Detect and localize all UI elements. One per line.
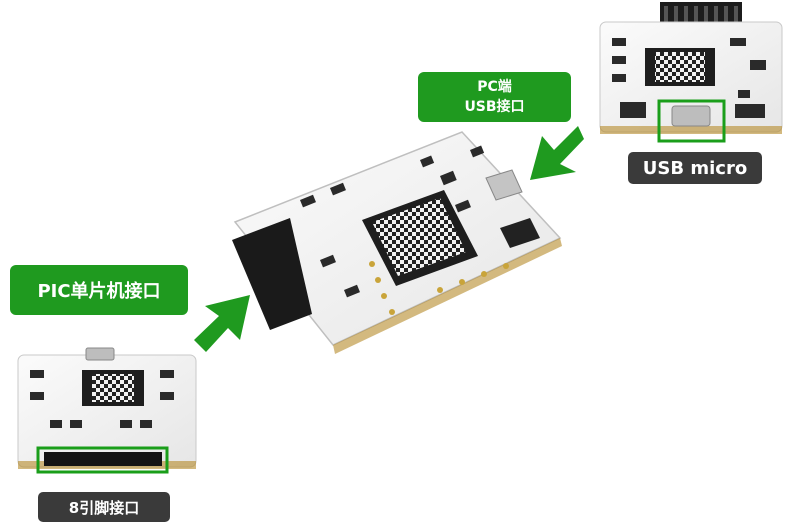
board-center [232, 131, 562, 354]
usb-micro-highlight [657, 99, 726, 143]
pin-header-center [232, 218, 312, 330]
qr-code-center [372, 198, 466, 276]
label-8pin-interface: 8引脚接口 [38, 492, 170, 522]
label-usb-micro-text: USB micro [642, 157, 748, 179]
board-top-right [599, 2, 783, 143]
usb-micro-port [671, 105, 711, 127]
label-pc-usb-line1: PC端 [477, 79, 512, 95]
board-bottom-left [17, 347, 197, 474]
arrow-usb-icon [530, 126, 584, 180]
pin-header-8pin [44, 452, 162, 466]
qr-code-top-right [655, 52, 705, 82]
usb-port-center [485, 169, 523, 201]
arrow-pic-icon [194, 295, 250, 352]
label-pic-interface: PIC单片机接口 [10, 265, 188, 315]
label-pc-usb: PC端 USB接口 [418, 72, 571, 122]
label-pc-usb-line2: USB接口 [464, 99, 525, 115]
qr-code-bottom-left [92, 374, 134, 402]
pin-header-highlight [36, 446, 169, 474]
label-usb-micro: USB micro [628, 152, 762, 184]
label-pic-interface-text: PIC单片机接口 [37, 281, 161, 302]
label-8pin-interface-text: 8引脚接口 [68, 498, 140, 517]
